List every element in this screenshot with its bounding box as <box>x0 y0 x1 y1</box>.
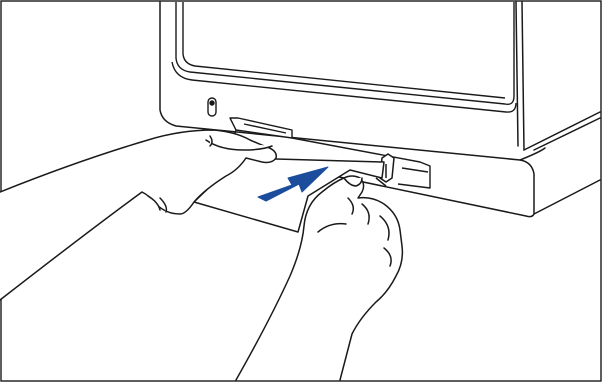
status-indicator <box>208 98 216 116</box>
